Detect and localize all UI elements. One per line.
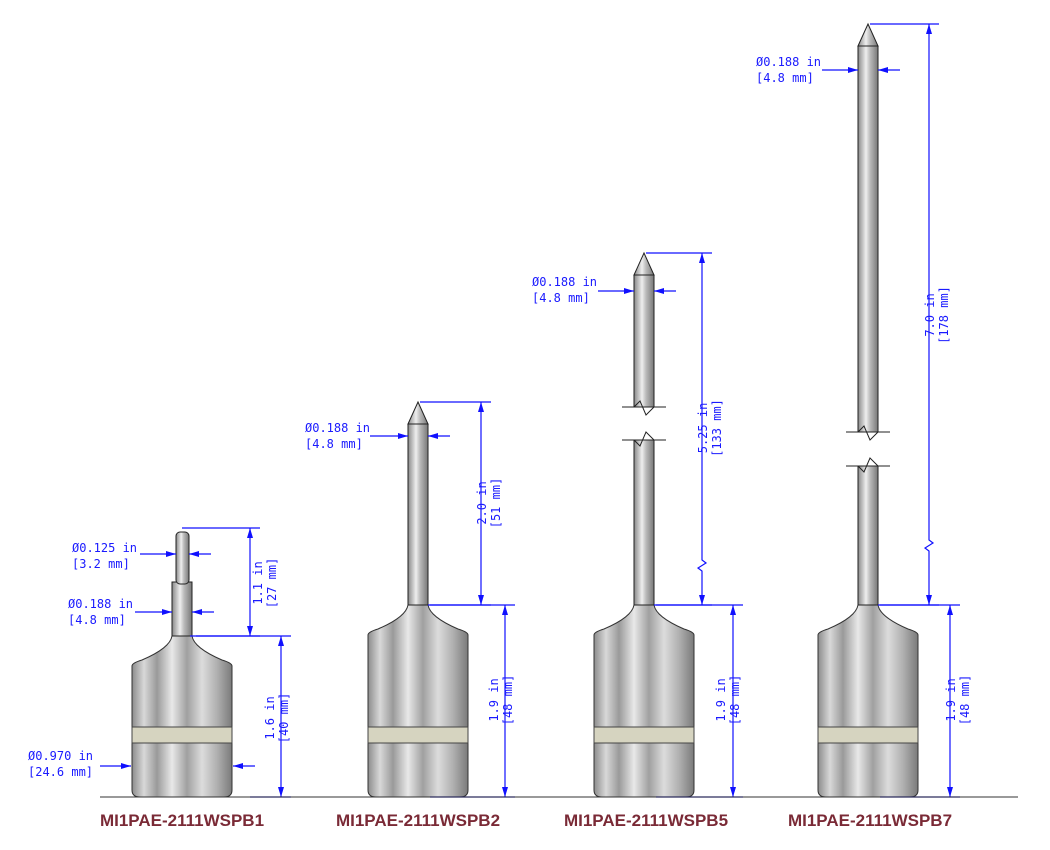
arrow-icon [848,67,858,73]
arrow-icon [654,288,664,294]
body-length-in: 1.9 in [714,678,728,721]
body-length-in: 1.9 in [944,678,958,721]
arrow-icon [624,288,634,294]
dimension-line [923,24,935,605]
stem-diameter-mm: [4.8 mm] [305,437,363,451]
stem-length-in: 5.25 in [696,403,710,454]
probe-tip [407,400,429,425]
stem-diameter-in: Ø0.188 in [68,597,133,611]
arrow-icon [947,605,953,615]
body-length-mm: [40 mm] [277,693,291,744]
arrow-icon [398,433,408,439]
probe-stem [633,439,655,606]
break-line [622,431,666,447]
stem-diameter-mm: [4.8 mm] [68,613,126,627]
probe-stem [857,45,879,433]
model-label: MI1PAE-2111WSPB7 [788,811,952,830]
body-length-mm: [48 mm] [728,675,742,726]
probe-geometry [100,22,960,798]
stem-diameter-in: Ø0.188 in [756,55,821,69]
arrow-icon [878,67,888,73]
stem-length-in: 2.0 in [475,481,489,524]
probe-band [593,726,695,744]
dimension-line [696,253,708,605]
arrow-icon [189,551,199,557]
probe-band [367,726,469,744]
arrow-icon [233,763,243,769]
stem-length-in: 7.0 in [923,293,937,336]
arrow-icon [730,605,736,615]
body-length-mm: [48 mm] [501,675,515,726]
arrow-icon [192,609,202,615]
stem-diameter-mm: [4.8 mm] [756,71,814,85]
arrow-icon [278,636,284,646]
stem-diameter-in: Ø0.188 in [532,275,597,289]
arrow-icon [730,787,736,797]
stem-length-in: 1.1 in [251,561,265,604]
body-length-mm: [48 mm] [958,675,972,726]
probe-stem [171,581,193,637]
probe-body [367,604,469,798]
probe-stem [633,274,655,408]
probe-body [131,635,233,798]
body-diameter-in: Ø0.970 in [28,749,93,763]
stem-diameter-in: Ø0.188 in [305,421,370,435]
arrow-icon [926,24,932,34]
arrow-icon [247,528,253,538]
probe-tip [175,531,190,585]
probe-body [593,604,695,798]
arrow-icon [162,609,172,615]
probe-stem [407,423,429,606]
probe-body [817,604,919,798]
probe-band [817,726,919,744]
stem-length-mm: [51 mm] [489,478,503,529]
arrow-icon [478,595,484,605]
arrow-icon [502,787,508,797]
probe-tip [857,22,879,47]
stem-diameter-mm: [4.8 mm] [532,291,590,305]
probe-stem [857,465,879,606]
break-line [846,425,890,441]
stem-length-mm: [27 mm] [265,558,279,609]
stem-length-mm: [178 mm] [937,286,951,344]
arrow-icon [699,595,705,605]
arrow-icon [478,402,484,412]
model-label: MI1PAE-2111WSPB2 [336,811,500,830]
model-label: MI1PAE-2111WSPB5 [564,811,728,830]
body-diameter-mm: [24.6 mm] [28,765,93,779]
arrow-icon [926,595,932,605]
stem-length-mm: [133 mm] [710,399,724,457]
body-length-in: 1.9 in [487,678,501,721]
tip-diameter-in: Ø0.125 in [72,541,137,555]
tip-diameter-mm: [3.2 mm] [72,557,130,571]
arrow-icon [947,787,953,797]
break-line [846,457,890,473]
arrow-icon [166,551,176,557]
break-line [622,400,666,416]
arrow-icon [502,605,508,615]
model-label: MI1PAE-2111WSPB1 [100,811,264,830]
probe-band [131,726,233,744]
arrow-icon [121,763,131,769]
probe-tip [633,251,655,276]
arrow-icon [699,253,705,263]
arrow-icon [247,626,253,636]
body-length-in: 1.6 in [263,696,277,739]
arrow-icon [278,787,284,797]
arrow-icon [428,433,438,439]
